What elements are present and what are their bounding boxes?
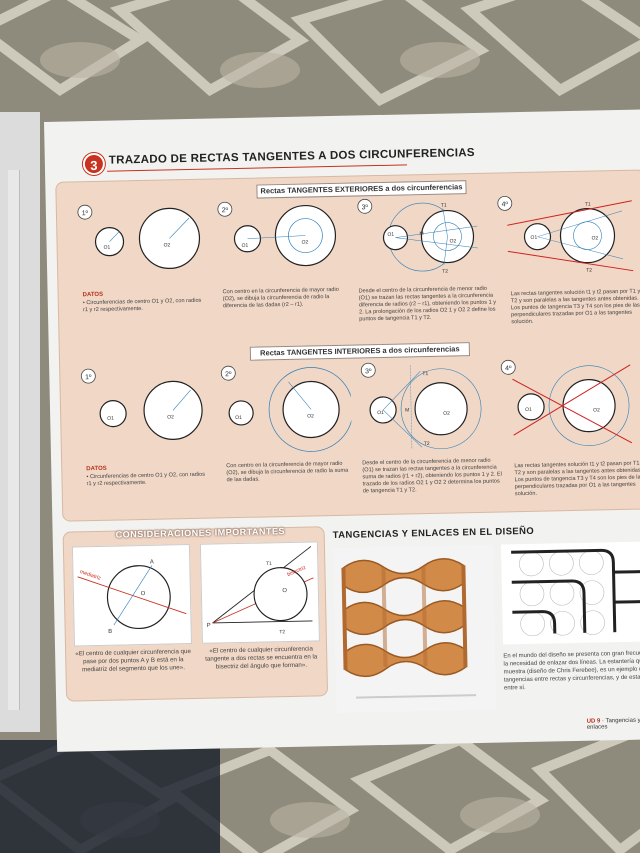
right-page: 3 TRAZADO DE RECTAS TANGENTES A DOS CIRC… <box>44 109 640 752</box>
label-b: B <box>108 629 112 635</box>
int-step1-figure: 1º O1 O2 <box>80 368 203 440</box>
ext-step4-figure: 4º O1 O2 T1 T2 <box>497 195 634 274</box>
step-badge-circle <box>80 368 96 384</box>
ext-step3-badge: 3º <box>362 204 369 211</box>
label-o: O <box>141 591 146 597</box>
label-o2: O2 <box>443 411 450 417</box>
label-o1: O1 <box>104 245 111 251</box>
label-a: A <box>150 559 154 565</box>
label-m: M <box>405 407 409 413</box>
label-o1: O1 <box>387 232 394 238</box>
label-o: O <box>282 588 287 594</box>
mediatriz-caption: «El centro de cualquier circunferencia q… <box>75 648 191 674</box>
label-mediatriz: mediatriz <box>79 569 102 582</box>
int-step2-badge: 2º <box>225 371 232 378</box>
bisectriz-caption: «El centro de cualquier circunferencia t… <box>205 645 318 671</box>
ext-step3-text: Desde el centro de la circunferencia de … <box>358 285 497 323</box>
label-t1: T1 <box>441 203 447 209</box>
label-t2: T2 <box>442 269 448 275</box>
step-badge-circle <box>357 198 373 214</box>
int-step4-text: Las rectas tangentes solución t1 y t2 pa… <box>514 460 640 498</box>
label-t2: T2 <box>279 629 285 635</box>
label-o2: O2 <box>167 414 174 420</box>
consideraciones-title: CONSIDERACIONES IMPORTANTES <box>115 526 286 540</box>
label-o1: O1 <box>525 407 532 413</box>
label-t2: T2 <box>586 268 592 274</box>
step-badge-circle <box>500 359 516 375</box>
int-step3-figure: 3º O1 M O2 T1 T2 <box>360 362 482 450</box>
step-badge-circle <box>220 365 236 381</box>
int-step4-figure: 4º O1 O2 <box>500 359 633 446</box>
label-o2: O2 <box>593 407 600 413</box>
shelf-photo <box>332 544 497 714</box>
label-t1: T1 <box>422 371 428 377</box>
int-step3-text: Desde el centro de la circunferencia de … <box>362 457 503 495</box>
section-number-badge: 3 <box>82 152 106 176</box>
left-page-edge <box>8 170 20 710</box>
ext-step1-figure: 1º O1 O2 <box>77 204 201 269</box>
page-footer: UD 9 · Tangencias y enlaces <box>587 717 640 731</box>
label-o2: O2 <box>302 239 309 245</box>
bisectriz-figure: bisectriz P O T1 T2 <box>199 541 320 644</box>
int-step4-badge: 4º <box>505 365 512 372</box>
int-step2-text: Con centro en la circunferencia de mayor… <box>226 460 349 484</box>
label-p: P <box>207 623 211 629</box>
label-o1: O1 <box>377 410 384 416</box>
step-badge-circle <box>497 195 513 211</box>
mediatriz-figure: mediatriz A B O <box>71 544 192 647</box>
section-title: TRAZADO DE RECTAS TANGENTES A DOS CIRCUN… <box>108 146 475 167</box>
band-exteriores: Rectas TANGENTES EXTERIORES a dos circun… <box>256 180 467 199</box>
ext-datos-heading: DATOS <box>82 291 104 299</box>
open-book: 3 TRAZADO DE RECTAS TANGENTES A DOS CIRC… <box>0 109 640 752</box>
ext-step2-figure: 2º O1 O2 <box>217 201 337 267</box>
ext-step3-figure: 3º O1 M O2 T1 T2 <box>357 198 478 275</box>
int-datos-heading: DATOS <box>86 465 107 473</box>
ext-step4-text: Las rectas tangentes solución t1 y t2 pa… <box>510 288 640 326</box>
label-o1: O1 <box>235 415 242 421</box>
construction-panel: Rectas TANGENTES EXTERIORES a dos circun… <box>55 169 640 522</box>
tangencias-text: En el mundo del diseño se presenta con g… <box>503 650 640 692</box>
int-step1-badge: 1º <box>85 374 92 381</box>
step-badge-circle <box>360 362 376 378</box>
label-o1: O1 <box>530 235 537 241</box>
ext-datos-text: • Circunferencias de centro O1 y O2, con… <box>82 297 202 314</box>
label-o2: O2 <box>591 235 598 241</box>
ext-step4-badge: 4º <box>502 201 509 208</box>
tangencias-title: TANGENCIAS Y ENLACES EN EL DISEÑO <box>332 525 535 542</box>
step-badge-circle <box>217 201 233 217</box>
label-t2: T2 <box>424 441 430 447</box>
int-step2-figure: 2º O1 O2 <box>220 365 352 452</box>
label-t1: T1 <box>585 202 591 208</box>
ext-step2-badge: 2º <box>222 207 229 214</box>
label-o2: O2 <box>164 242 171 248</box>
label-o1: O1 <box>107 416 114 422</box>
band-interiores: Rectas TANGENTES INTERIORES a dos circun… <box>249 342 470 361</box>
label-m: M <box>419 231 423 237</box>
int-step3-badge: 3º <box>365 368 372 375</box>
ext-step1-badge: 1º <box>82 210 89 217</box>
int-datos-text: • Circunferencias de centro O1 y O2, con… <box>86 471 206 488</box>
label-o1: O1 <box>242 243 249 249</box>
label-t1: T1 <box>266 561 272 567</box>
label-o2: O2 <box>450 238 457 244</box>
left-page <box>0 112 40 732</box>
ext-step2-text: Con centro en la circunferencia de mayor… <box>222 286 339 310</box>
consideraciones-panel: CONSIDERACIONES IMPORTANTES mediatriz A … <box>62 526 329 702</box>
label-o2: O2 <box>307 413 314 419</box>
design-diagram <box>500 541 640 645</box>
step-badge-circle <box>77 204 93 220</box>
